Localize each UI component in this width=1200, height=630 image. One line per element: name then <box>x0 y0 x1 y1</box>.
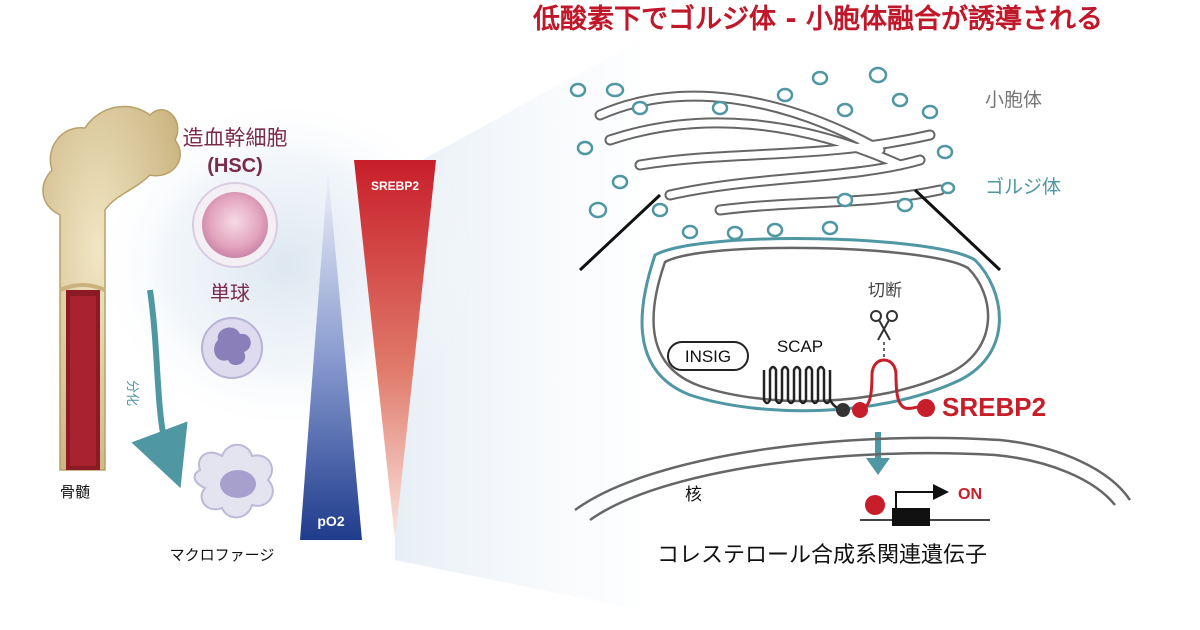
srebp2-gradient <box>354 160 436 540</box>
insig-box <box>667 341 749 371</box>
zoom-line-right <box>913 188 1002 272</box>
on-label: ON <box>958 486 982 503</box>
differentiation-arrow <box>131 289 188 489</box>
insig-label: INSIG <box>685 347 731 366</box>
organelle-membrane-inner <box>652 246 990 403</box>
scap-anchor-dot <box>836 403 850 417</box>
srebp2-gradient-label: SREBP2 <box>371 179 419 193</box>
po2-gradient <box>300 170 362 540</box>
bone-marrow-label: 骨髄 <box>60 483 90 501</box>
golgi-stacks-inner <box>596 92 944 214</box>
translocation-arrow-head <box>866 458 890 475</box>
nucleus-label: 核 <box>685 485 702 505</box>
bone-illustration <box>42 105 181 471</box>
scap-protein <box>762 365 843 410</box>
scap-label: SCAP <box>777 337 823 356</box>
hsc-abbreviation: (HSC) <box>207 155 263 177</box>
macrophage-label: マクロファージ <box>170 546 275 564</box>
nuclear-envelope-outer <box>574 436 1132 512</box>
zoom-line-left <box>578 193 662 272</box>
srebp2-protein <box>859 358 923 412</box>
genes-label: コレステロール合成系関連遺伝子 <box>657 543 987 568</box>
differentiation-label: 分化 <box>124 380 139 406</box>
cleavage-label: 切断 <box>868 281 902 301</box>
nuclear-envelope-inner <box>589 451 1116 522</box>
vesicles <box>569 66 956 241</box>
srebp2-dot-left <box>852 402 868 418</box>
srebp2-bound-dot <box>865 495 885 515</box>
organelle-membrane-outer <box>640 237 1001 413</box>
monocyte-label: 単球 <box>210 281 250 305</box>
transcription-arrow <box>895 484 949 508</box>
hsc-label: 造血幹細胞 <box>183 126 288 150</box>
scissors-icon <box>870 310 898 341</box>
gene-box <box>892 508 930 526</box>
macrophage-cell <box>193 443 274 519</box>
srebp2-label: SREBP2 <box>942 392 1046 422</box>
golgi-label: ゴルジ体 <box>985 176 1061 198</box>
page-title: 低酸素下でゴルジ体 - 小胞体融合が誘導される <box>532 3 1103 35</box>
srebp2-dot-right <box>917 399 935 417</box>
projection-fan <box>395 40 640 610</box>
po2-label: pO2 <box>317 513 344 529</box>
er-label: 小胞体 <box>985 89 1042 111</box>
hsc-cell <box>192 182 278 268</box>
monocyte-cell <box>201 317 263 379</box>
